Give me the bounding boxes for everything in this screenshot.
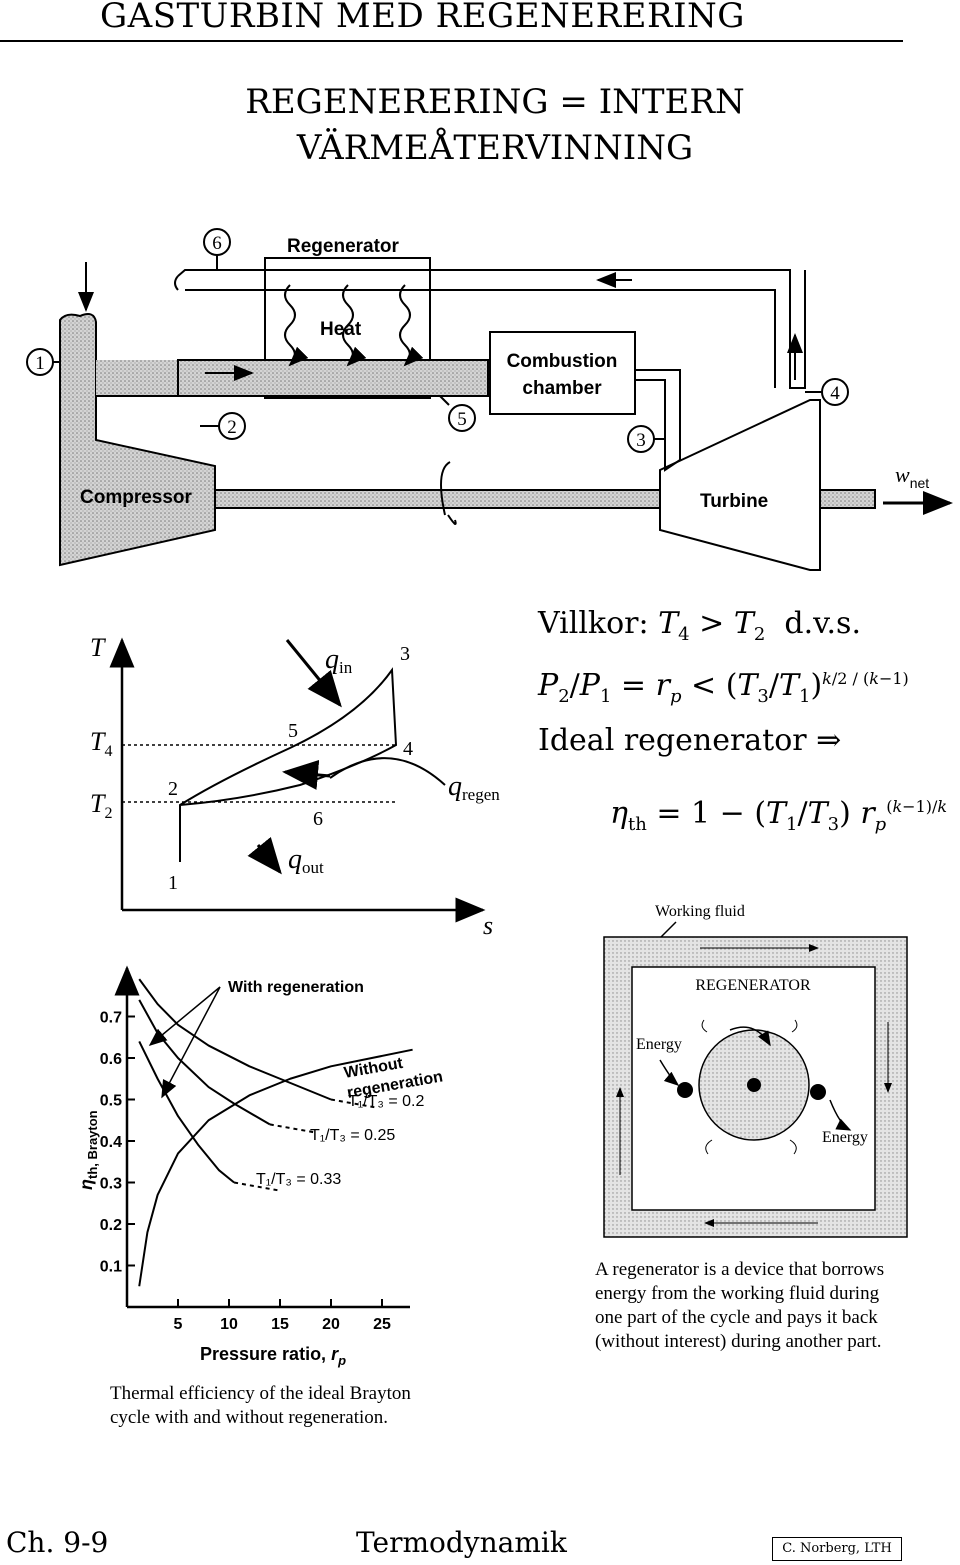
condition-line-1: Villkor: T4 > T2 d.v.s. — [538, 606, 861, 645]
turbine-body — [659, 399, 821, 571]
ts-t2-label: T2 — [90, 789, 112, 822]
working-fluid-label: Working fluid — [655, 903, 745, 920]
footer-author: C. Norberg, LTH — [772, 1537, 902, 1561]
annotation-with-regeneration: With regeneration — [228, 979, 364, 996]
gas-turbine-schematic: 6 1 2 5 3 4 Regenerator Heat Combustion … — [26, 228, 953, 571]
x-tick-label: 5 — [174, 1316, 183, 1333]
combustion-chamber — [489, 331, 636, 415]
regenerator-title: REGENERATOR — [695, 977, 811, 994]
state-circle-2 — [200, 412, 246, 440]
main-title-line1: REGENERERING = INTERN — [245, 82, 745, 122]
regenerator-schematic: Working fluid REGENERATOR Energy Energy — [603, 903, 908, 1238]
ts-qregen: qregen — [448, 771, 500, 804]
conditions-block: Villkor: T4 > T2 d.v.s. P2/P1 = rp < (T3… — [538, 602, 947, 847]
description-line: A regenerator is a device that borrows — [595, 1259, 885, 1280]
condition-line-3: Ideal regenerator ⇒ — [538, 723, 842, 758]
state-label-6: 6 — [212, 233, 222, 254]
y-tick-label: 0.3 — [100, 1176, 122, 1193]
ts-qout: qout — [288, 844, 324, 877]
compressor-body — [59, 313, 216, 567]
ts-x-label: s — [483, 911, 493, 940]
state-circle-6 — [203, 228, 231, 270]
y-tick-label: 0.4 — [100, 1134, 122, 1151]
ts-qin: qin — [325, 644, 353, 677]
ts-point-6: 6 — [313, 808, 323, 830]
ts-point-3: 3 — [400, 643, 410, 665]
state-circle-1 — [26, 348, 60, 376]
footer-subject: Termodynamik — [356, 1526, 567, 1559]
chart-caption: Thermal efficiency of the ideal Brayton … — [110, 1382, 411, 1430]
condition-line-2: P2/P1 = rp < (T3/T1)k/2 / (k−1) — [538, 668, 909, 707]
ts-point-5: 5 — [288, 720, 298, 742]
combustion-label-2: chamber — [522, 378, 602, 399]
y-tick-label: 0.2 — [100, 1217, 122, 1234]
state-label-1: 1 — [35, 353, 45, 374]
annotation-ratio-025: T₁/T₃ = 0.25 — [310, 1127, 395, 1144]
condition-dvs: d.v.s. — [784, 606, 861, 641]
energy-in-label: Energy — [636, 1036, 682, 1053]
ts-point-1: 1 — [168, 872, 178, 894]
ts-diagram: T s T4 T2 qin qout qregen 1 2 3 4 5 6 — [90, 633, 500, 940]
series-line-1 — [138, 978, 332, 1101]
annotation-ratio-033: T₁/T₃ = 0.33 — [256, 1171, 341, 1188]
efficiency-chart: 5 10 15 20 25 0.1 0.2 0.3 0.4 0.5 0.6 0.7 Pressure … — [76, 965, 444, 1368]
x-tick-label: 15 — [271, 1316, 289, 1333]
chart-y-label: ηth, Brayton — [76, 1110, 100, 1190]
state-label-3: 3 — [636, 430, 646, 451]
header-rule — [0, 40, 903, 42]
series-dash-2 — [269, 1123, 315, 1134]
regenerator-description: A regenerator is a device that borrows e… — [595, 1258, 935, 1354]
y-tick-label: 0.5 — [100, 1093, 122, 1110]
series-line-3 — [138, 1040, 235, 1184]
annotation-ratio-02: T₁/T₃ = 0.2 — [348, 1093, 424, 1110]
main-title-line2: VÄRMEÅTERVINNING — [296, 128, 694, 168]
chart-x-label: Pressure ratio, rp — [200, 1344, 346, 1368]
y-tick-label: 0.1 — [100, 1259, 122, 1276]
ts-point-4: 4 — [403, 738, 413, 760]
caption-line: Thermal efficiency of the ideal Brayton — [110, 1383, 411, 1404]
efficiency-formula: ηth = 1 − (T1/T3) rp(k−1)/k — [610, 796, 948, 835]
condition-villkor: Villkor: — [538, 606, 659, 641]
description-line: one part of the cycle and pays it back — [595, 1307, 878, 1328]
state-label-5: 5 — [457, 409, 467, 430]
x-tick-label: 25 — [373, 1316, 391, 1333]
y-tick-label: 0.6 — [100, 1051, 122, 1068]
heat-label: Heat — [320, 319, 362, 340]
description-line: energy from the working fluid during — [595, 1283, 880, 1304]
series-line-0 — [138, 1048, 413, 1287]
state-circle-4 — [805, 378, 849, 406]
ts-t4-label: T4 — [90, 727, 112, 760]
state-label-4: 4 — [830, 383, 840, 404]
energy-out-label: Energy — [822, 1129, 868, 1146]
ts-cycle — [179, 667, 398, 862]
state-circle-5 — [439, 395, 476, 432]
x-tick-label: 20 — [322, 1316, 340, 1333]
ts-point-2: 2 — [168, 778, 178, 800]
header-title: GASTURBIN MED REGENERERING — [100, 0, 745, 36]
state-label-2: 2 — [227, 417, 237, 438]
wnet-label: wnet — [895, 462, 929, 491]
combustion-label-1: Combustion — [507, 351, 618, 372]
compressor-label: Compressor — [80, 487, 193, 508]
y-tick-label: 0.7 — [100, 1010, 122, 1027]
turbine-label: Turbine — [700, 491, 768, 512]
description-line: (without interest) during another part. — [595, 1331, 882, 1352]
x-tick-label: 10 — [220, 1316, 238, 1333]
footer-chapter: Ch. 9-9 — [6, 1526, 109, 1559]
series-line-2 — [138, 999, 271, 1126]
ts-y-label: T — [90, 633, 106, 662]
state-circle-3 — [627, 425, 665, 453]
regenerator-label: Regenerator — [287, 236, 400, 257]
caption-line: cycle with and without regeneration. — [110, 1407, 389, 1428]
